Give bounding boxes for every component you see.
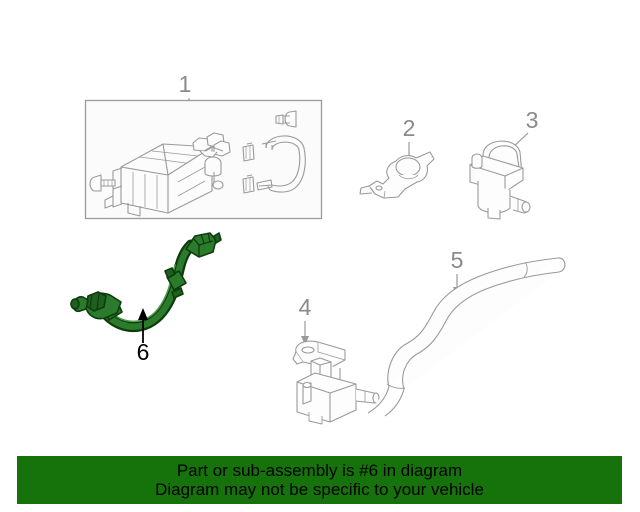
group-callout-6 [70, 232, 222, 343]
canister-vapor-hose [256, 135, 306, 193]
canister-hose-clamp-upper [242, 142, 255, 162]
canister-bracket [359, 151, 435, 199]
group-callout-3 [469, 132, 531, 220]
notice-line-disclaimer: Diagram may not be specific to your vehi… [155, 480, 484, 499]
charcoal-canister [120, 143, 213, 214]
canister-bolt-left [89, 174, 116, 192]
oxygen-sensor-body [70, 291, 123, 321]
group-callout-5 [367, 257, 566, 417]
purge-valve-assembly [292, 340, 380, 425]
vapor-hose [367, 257, 566, 417]
callout-label-2: 2 [403, 115, 416, 141]
callout-label-5: 5 [451, 247, 464, 273]
oxygen-sensor-connector [185, 232, 222, 258]
canister-hose-clamp-lower [242, 174, 255, 194]
group-callout-2 [359, 142, 435, 199]
group-callout-4 [292, 321, 380, 425]
canister-bolt-right [275, 110, 297, 128]
notice-line-part-number: Part or sub-assembly is #6 in diagram [176, 460, 463, 480]
canister-valve-cluster [192, 132, 231, 190]
notice-banner: Part or sub-assembly is #6 in diagram Di… [17, 456, 622, 504]
group-callout-1 [84, 98, 323, 220]
oxygen-sensor-cable-clip [164, 267, 187, 299]
leader-arrow-4 [301, 336, 309, 345]
leader-arrow-6 [138, 308, 148, 320]
callout-label-3: 3 [526, 107, 539, 133]
callout-label-4: 4 [299, 294, 312, 320]
canister-mount-bracket [104, 167, 141, 217]
callout-label-6: 6 [137, 339, 150, 365]
callout-label-1: 1 [179, 71, 192, 97]
vapor-canister-valve [469, 140, 531, 220]
